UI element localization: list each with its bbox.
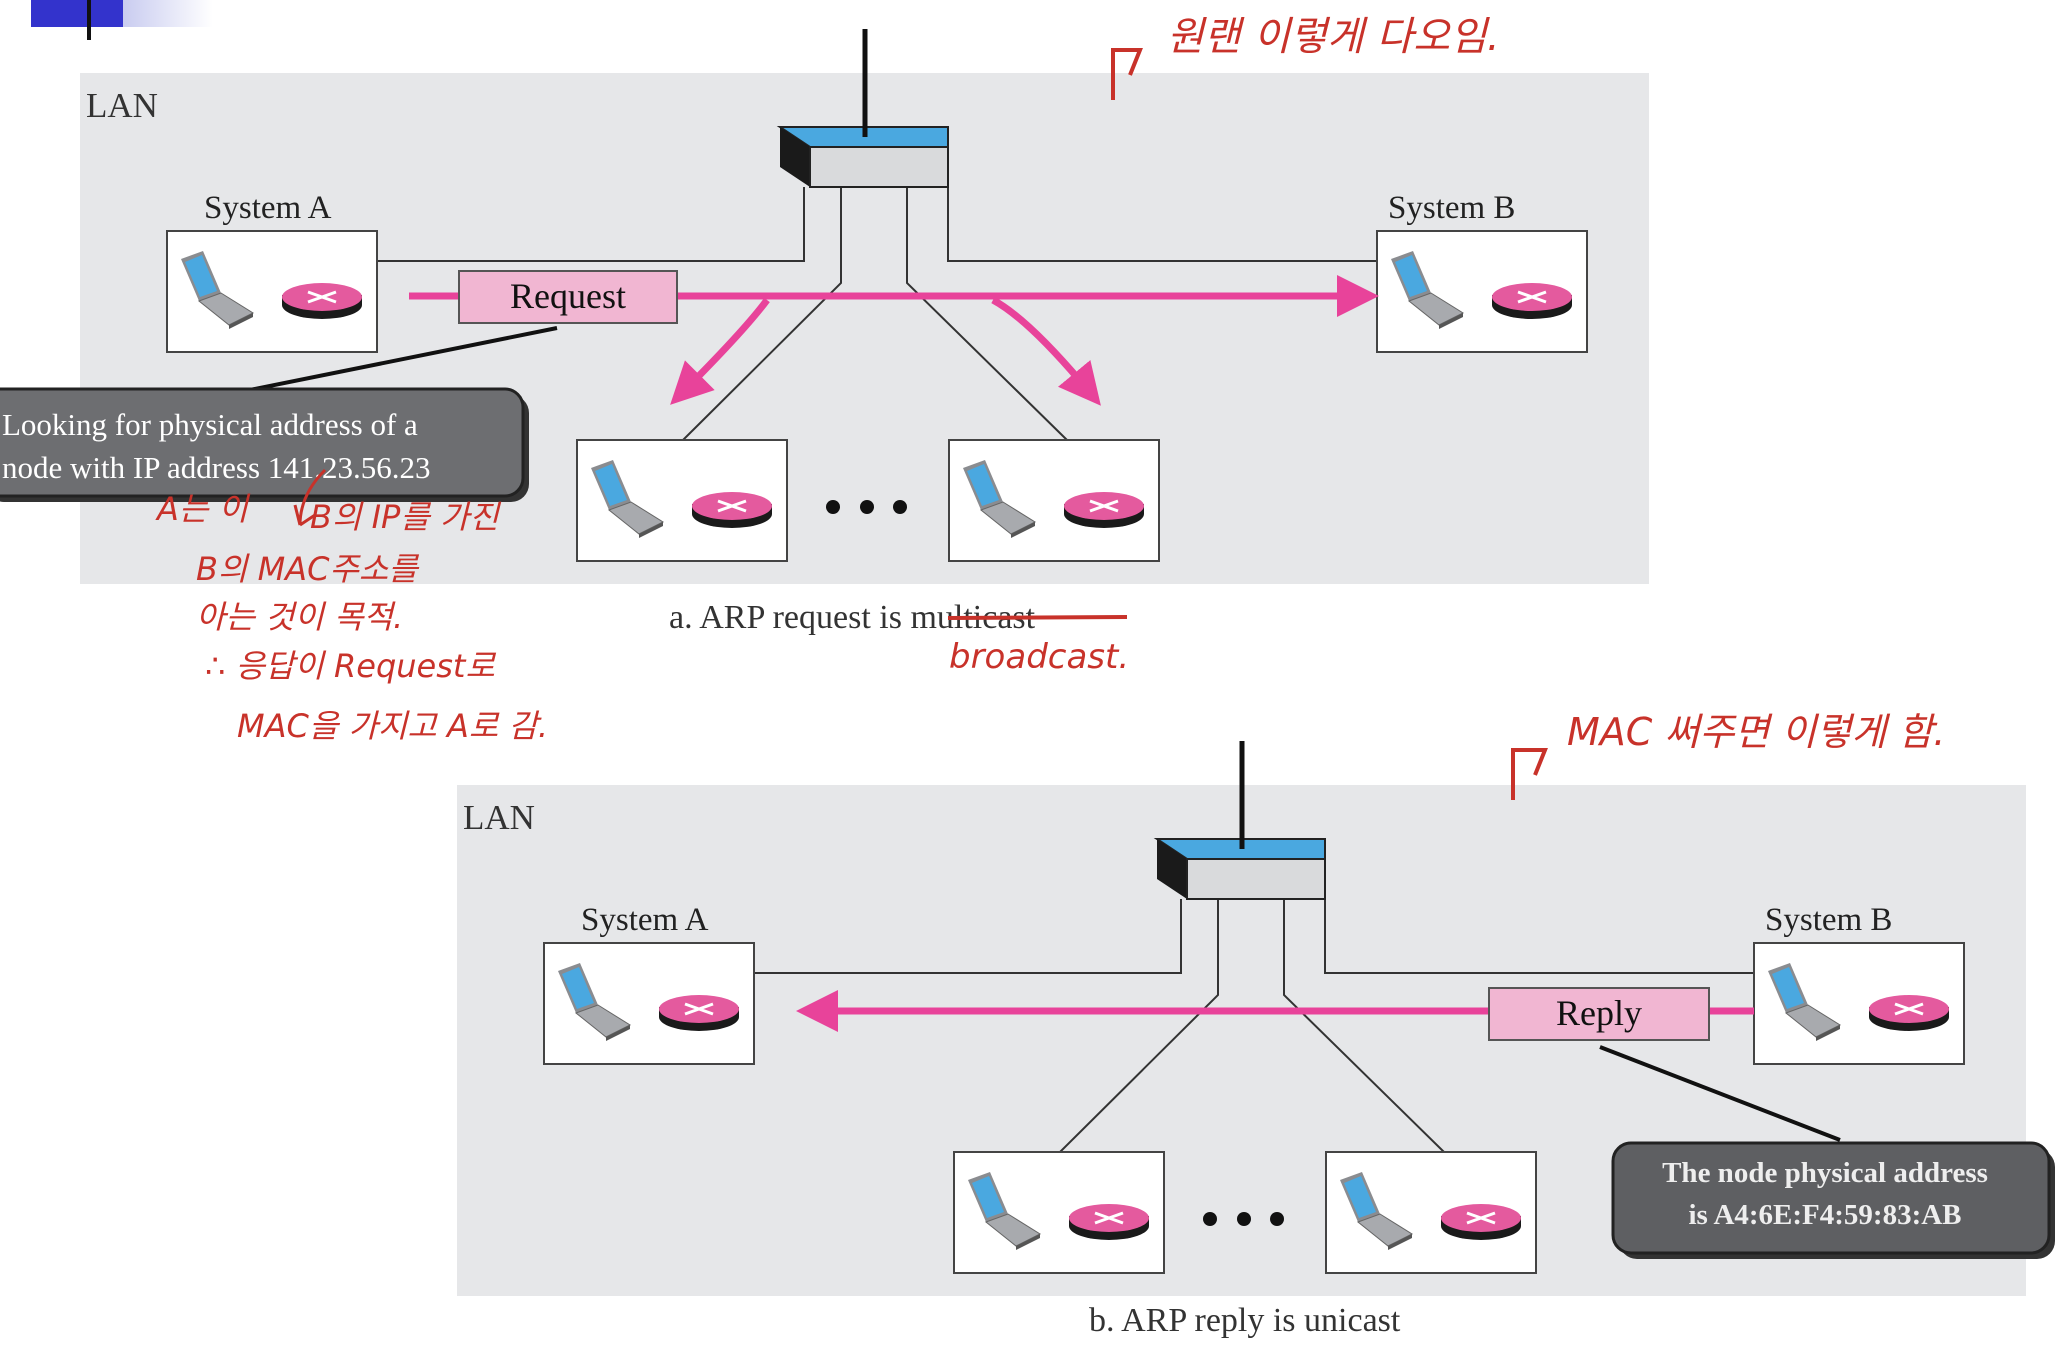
correction-note: broadcast.: [949, 637, 1129, 677]
arrow-note-icon: [1511, 748, 1548, 800]
caption-b: b. ARP reply is unicast: [1089, 1302, 1401, 1339]
arrow-note-icon: [1111, 48, 1143, 100]
reply-packet: [1488, 987, 1710, 1041]
lan-label: LAN: [463, 798, 535, 837]
system-b-label: System B: [1388, 190, 1515, 226]
corner-decoration: [31, 0, 123, 27]
handwritten-annotations: 원랜 이렇게 다오임. MAC 써주면 이렇게 함. A는 이 B의 IP를 가…: [155, 14, 1945, 800]
lan-label: LAN: [86, 86, 158, 125]
request-callout: [0, 387, 525, 498]
callout-line: Looking for physical address of a: [2, 407, 418, 442]
system-a-label: System A: [204, 190, 332, 226]
callout-line: is A4:6E:F4:59:83:AB: [1688, 1199, 1961, 1231]
left-note-line: A는 이: [155, 490, 251, 528]
bottom-note: MAC 써주면 이렇게 함.: [1567, 710, 1945, 754]
left-note-line: ∴ 응답이 Request로: [205, 647, 496, 685]
left-note-line: B의 IP를 가진: [310, 498, 501, 536]
left-note-line: 아는 것이 목적.: [196, 598, 403, 636]
panel-arp-request: LAN System A System B Request Looking fo…: [0, 29, 1649, 677]
reply-label: Reply: [1556, 993, 1642, 1033]
system-b-label: System B: [1765, 902, 1892, 938]
request-label: Request: [510, 276, 626, 316]
reply-callout: [1611, 1141, 2051, 1255]
left-note-line: B의 MAC주소를: [196, 550, 420, 588]
system-a-label: System A: [581, 902, 709, 938]
panel-arp-reply: LAN System A System B Reply The node phy…: [457, 741, 2055, 1339]
caption-prefix: a. ARP request is: [669, 599, 910, 636]
callout-line: The node physical address: [1662, 1157, 1988, 1189]
callout-line: node with IP address 141.23.56.23: [2, 450, 431, 485]
top-note: 원랜 이렇게 다오임.: [1167, 14, 1500, 60]
left-note-line: MAC을 가지고 A로 감.: [237, 707, 548, 745]
request-packet: [458, 270, 678, 324]
